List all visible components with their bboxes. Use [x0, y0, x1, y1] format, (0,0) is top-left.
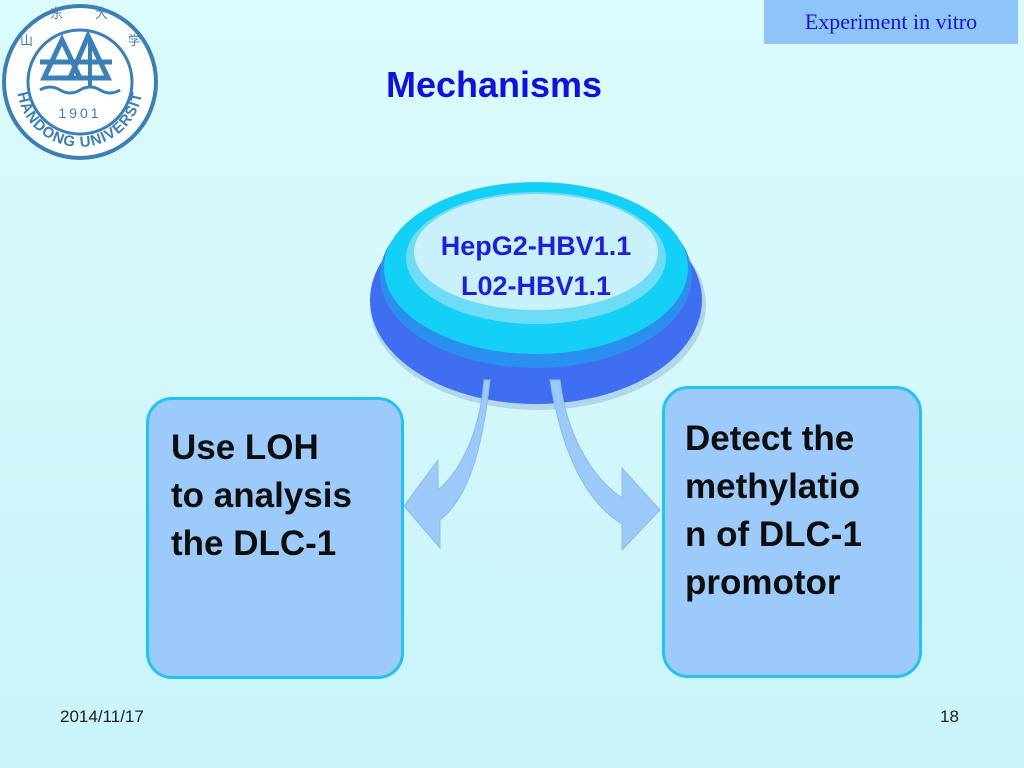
hub-line-2: L02-HBV1.1: [460, 271, 612, 301]
hub-label: HepG2-HBV1.1 L02-HBV1.1: [396, 226, 676, 306]
left-box-line-1: Use LOH: [171, 428, 319, 467]
slide-title: Mechanisms: [385, 64, 603, 105]
left-box-line-3: the DLC-1: [171, 524, 337, 563]
page-number: 18: [940, 707, 959, 726]
right-box-line-4: promotor: [685, 563, 841, 602]
svg-text:学: 学: [128, 33, 141, 49]
arrow-right: [549, 379, 661, 552]
svg-text:山: 山: [20, 34, 33, 49]
right-box-line-2: methylatio: [685, 467, 861, 506]
hub-line-1: HepG2-HBV1.1: [440, 231, 632, 261]
left-box: Use LOH to analysis the DLC-1: [146, 397, 404, 679]
hub-disc: [370, 182, 706, 410]
slide-date: 2014/11/17: [60, 707, 144, 726]
section-tag: Experiment in vitro: [764, 0, 1018, 44]
university-logo: SHANDONG UNIVERSITY 山 东 大 学 1901: [0, 0, 158, 160]
svg-text:大: 大: [95, 7, 108, 22]
arrow-left: [403, 379, 491, 550]
logo-year: 1901: [58, 105, 101, 121]
right-box: Detect the methylatio n of DLC-1 promoto…: [662, 386, 922, 678]
left-box-line-2: to analysis: [171, 476, 352, 515]
right-box-line-1: Detect the: [685, 419, 855, 458]
svg-text:东: 东: [50, 7, 63, 22]
right-box-line-3: n of DLC-1: [685, 515, 862, 554]
